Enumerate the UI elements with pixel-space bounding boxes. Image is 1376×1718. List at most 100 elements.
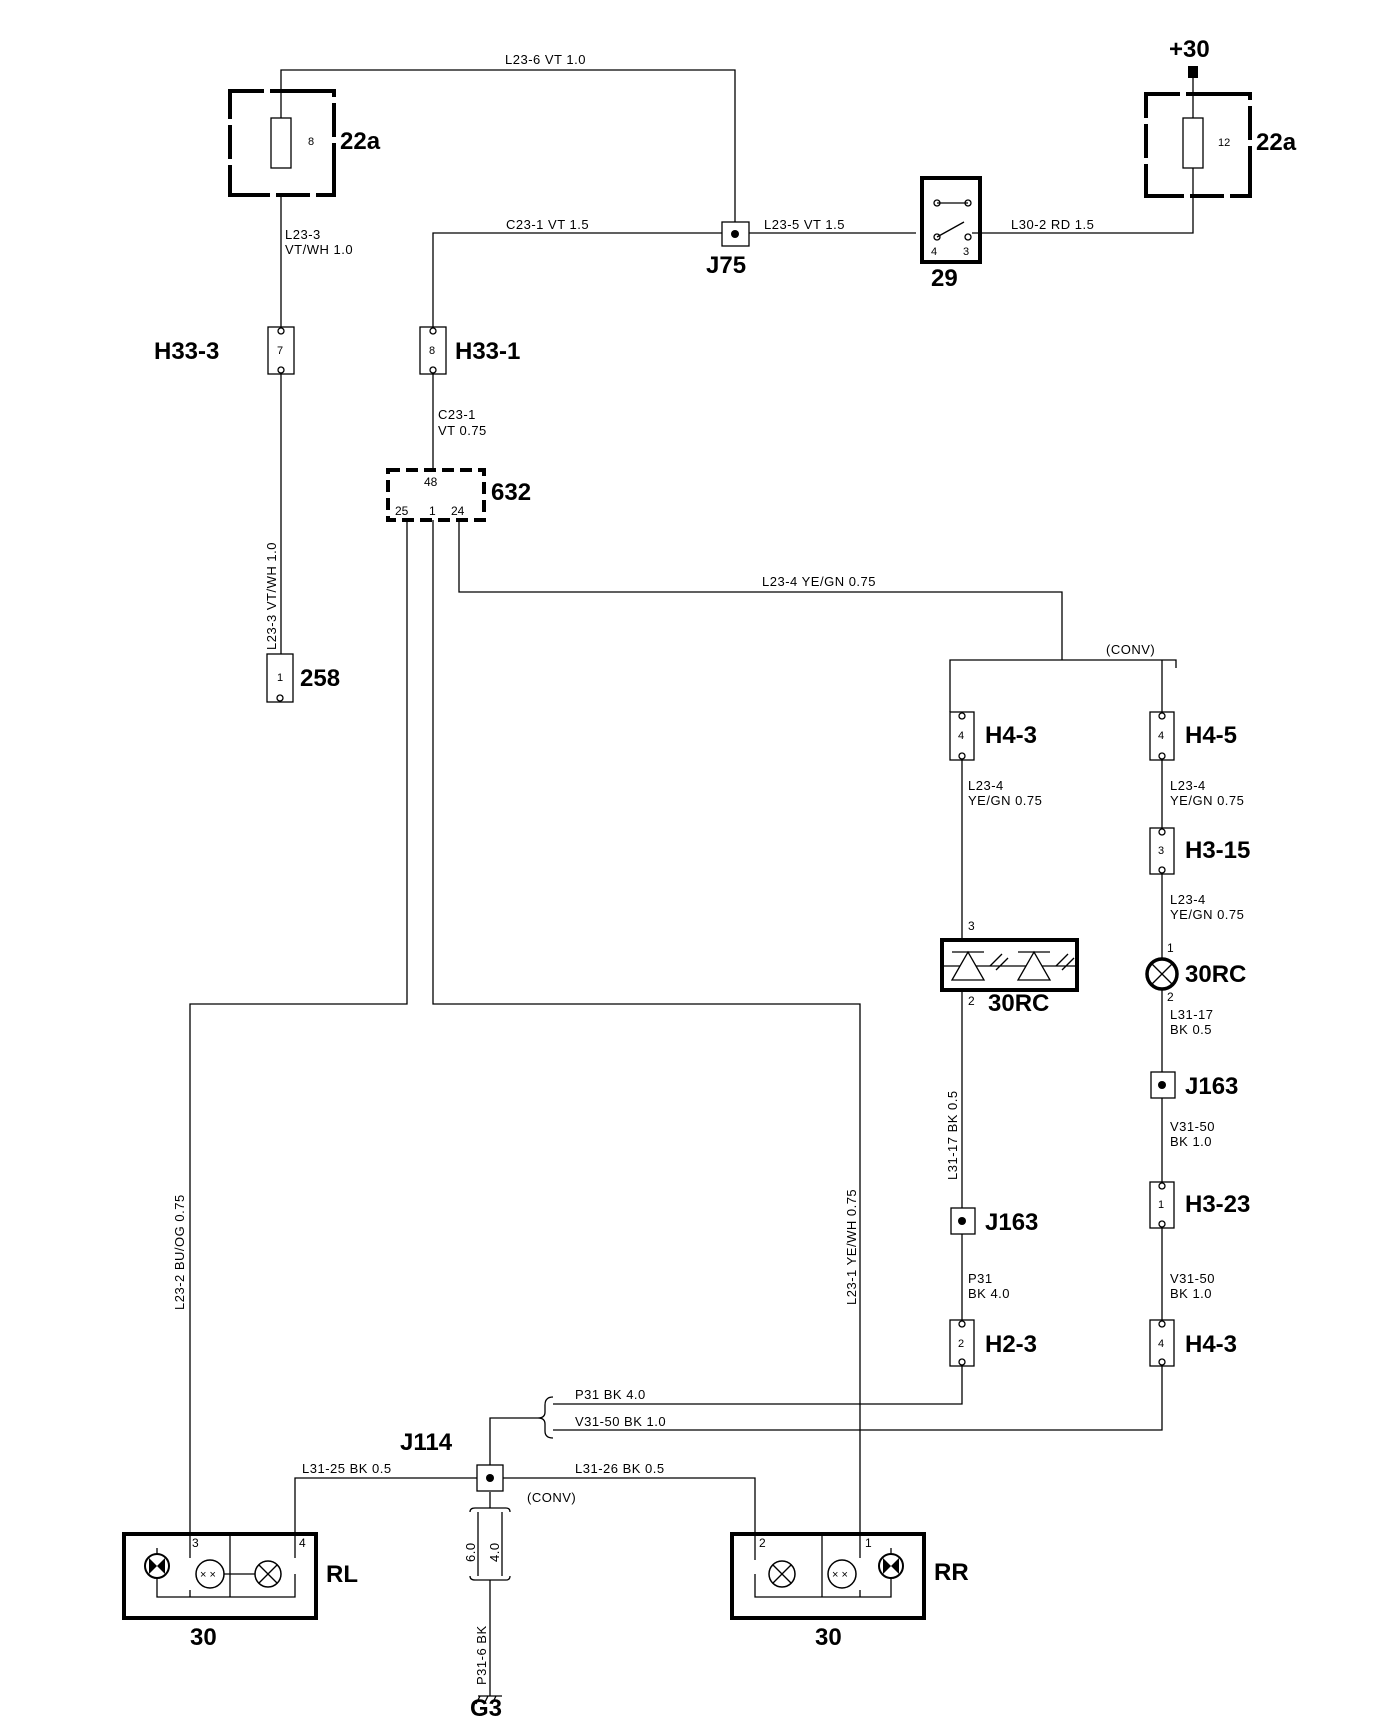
splice-j114: J114: [400, 1429, 504, 1492]
svg-text:VT 0.75: VT 0.75: [438, 423, 487, 438]
svg-text:1: 1: [1167, 941, 1174, 955]
svg-text:L31-26 BK 0.5: L31-26 BK 0.5: [575, 1461, 665, 1476]
wire-p31-bottom: [553, 1366, 963, 1405]
svg-text:3: 3: [963, 246, 969, 258]
svg-text:4: 4: [931, 246, 937, 258]
svg-text:1: 1: [429, 504, 436, 518]
splice-j163-right: J163: [1150, 1071, 1238, 1100]
wire-labels: L23-6 VT 1.0 L23-3 VT/WH 1.0 C23-1 VT 1.…: [172, 52, 1244, 1685]
svg-text:25: 25: [395, 504, 409, 518]
svg-text:2: 2: [968, 994, 975, 1008]
lamp-30rc-led: 3 2 30RC: [940, 919, 1079, 1017]
connector-h33-1: 8 H33-1: [419, 326, 520, 375]
module-632: 48 25 1 24 632: [386, 468, 531, 522]
wire-l31-25: [294, 1477, 477, 1534]
ground-label: G3: [470, 1695, 502, 1718]
wire-l30-2: [972, 165, 1194, 234]
svg-text:YE/GN 0.75: YE/GN 0.75: [1170, 907, 1244, 922]
svg-text:C23-1: C23-1: [438, 407, 476, 422]
lamp-30rc-bulb: 1 2 30RC: [1145, 941, 1246, 1004]
svg-text:258: 258: [300, 665, 340, 692]
svg-text:L23-3 VT/WH 1.0: L23-3 VT/WH 1.0: [264, 542, 279, 650]
svg-text:L23-4 YE/GN 0.75: L23-4 YE/GN 0.75: [762, 574, 876, 589]
svg-text:BK 4.0: BK 4.0: [968, 1286, 1010, 1301]
fuse-number: 8: [308, 136, 314, 148]
fuse-label: 22a: [1256, 129, 1297, 156]
svg-text:H3-15: H3-15: [1185, 837, 1250, 864]
wire-v31-50-bottom: [553, 1366, 1163, 1431]
switch-29: 4 3 29: [920, 176, 982, 292]
svg-text:L31-25 BK 0.5: L31-25 BK 0.5: [302, 1461, 392, 1476]
fuse-label: 22a: [340, 128, 381, 155]
fuse-22a-12: 12 22a: [1144, 92, 1297, 198]
svg-text:1: 1: [1158, 1199, 1164, 1211]
svg-text:4: 4: [1158, 1338, 1164, 1350]
svg-text:1: 1: [865, 1536, 872, 1550]
connector-h2-3: 2 H2-3: [949, 1319, 1037, 1367]
lamp-unit-number: 30: [815, 1624, 842, 1651]
svg-text:J163: J163: [1185, 1073, 1238, 1100]
svg-text:2: 2: [759, 1536, 766, 1550]
connector-h3-23: 1 H3-23: [1149, 1181, 1250, 1229]
svg-text:1: 1: [277, 672, 283, 684]
wire-l31-26: [503, 1477, 756, 1534]
svg-text:L23-4: L23-4: [1170, 892, 1206, 907]
led-icon: [1016, 950, 1052, 981]
lamp-unit-label: RR: [934, 1559, 969, 1586]
svg-text:VT/WH 1.0: VT/WH 1.0: [285, 242, 353, 257]
svg-text:YE/GN 0.75: YE/GN 0.75: [1170, 793, 1244, 808]
svg-text:3: 3: [1158, 845, 1164, 857]
svg-text:H4-5: H4-5: [1185, 722, 1237, 749]
svg-text:L23-6 VT 1.0: L23-6 VT 1.0: [505, 52, 586, 67]
splice-j75: J75: [706, 221, 750, 279]
connector-h4-3-bottom: 4 H4-3: [1149, 1319, 1237, 1367]
switch-label: 29: [931, 265, 958, 292]
svg-text:L30-2 RD 1.5: L30-2 RD 1.5: [1011, 217, 1094, 232]
lamp-unit-number: 30: [190, 1624, 217, 1651]
svg-text:H3-23: H3-23: [1185, 1191, 1250, 1218]
tail-lamp-icon: [827, 1559, 857, 1589]
svg-text:YE/GN 0.75: YE/GN 0.75: [968, 793, 1042, 808]
wire-l23-1: [432, 520, 861, 1534]
svg-text:× ×: × ×: [200, 1569, 216, 1581]
splice-j163-left: J163: [950, 1207, 1038, 1236]
svg-text:L23-3: L23-3: [285, 227, 321, 242]
svg-text:P31-6 BK: P31-6 BK: [474, 1625, 489, 1685]
svg-text:L23-4: L23-4: [968, 778, 1004, 793]
lamp-unit-label: RL: [326, 1561, 358, 1588]
svg-text:L23-2 BU/OG 0.75: L23-2 BU/OG 0.75: [172, 1194, 187, 1310]
power-label: +30: [1169, 36, 1210, 63]
wire-l23-4-top: [458, 520, 1063, 650]
svg-text:P31: P31: [968, 1271, 993, 1286]
svg-text:24: 24: [451, 504, 465, 518]
svg-text:P31 BK 4.0: P31 BK 4.0: [575, 1387, 646, 1402]
svg-text:48: 48: [424, 475, 438, 489]
fuse-22a-8: 8 22a: [228, 89, 381, 197]
svg-text:L23-4: L23-4: [1170, 778, 1206, 793]
svg-text:J75: J75: [706, 252, 746, 279]
branch-bar-top: [949, 659, 1177, 668]
wire-c23-1-top: [432, 232, 722, 327]
svg-text:L31-17 BK 0.5: L31-17 BK 0.5: [945, 1090, 960, 1180]
led-icon: [950, 950, 986, 981]
svg-text:V31-50: V31-50: [1170, 1119, 1215, 1134]
svg-text:V31-50: V31-50: [1170, 1271, 1215, 1286]
connector-h4-5: 4 H4-5: [1149, 711, 1237, 761]
svg-text:× ×: × ×: [832, 1569, 848, 1581]
svg-text:H4-3: H4-3: [1185, 1331, 1237, 1358]
svg-text:6.0: 6.0: [463, 1542, 478, 1562]
svg-text:C23-1 VT 1.5: C23-1 VT 1.5: [506, 217, 589, 232]
svg-text:8: 8: [429, 345, 435, 357]
svg-text:H2-3: H2-3: [985, 1331, 1037, 1358]
fuse-number: 12: [1218, 137, 1230, 149]
svg-text:(CONV): (CONV): [1106, 642, 1155, 657]
terminal-icon: [1188, 66, 1198, 78]
connector-h3-15: 3 H3-15: [1149, 827, 1250, 875]
svg-text:30RC: 30RC: [1185, 961, 1246, 988]
svg-text:4: 4: [958, 730, 964, 742]
svg-text:J114: J114: [400, 1429, 453, 1456]
wire-l23-6: [280, 69, 736, 233]
svg-text:H33-3: H33-3: [154, 338, 219, 365]
svg-text:3: 3: [968, 919, 975, 933]
ground-g3: G3: [470, 1695, 502, 1718]
